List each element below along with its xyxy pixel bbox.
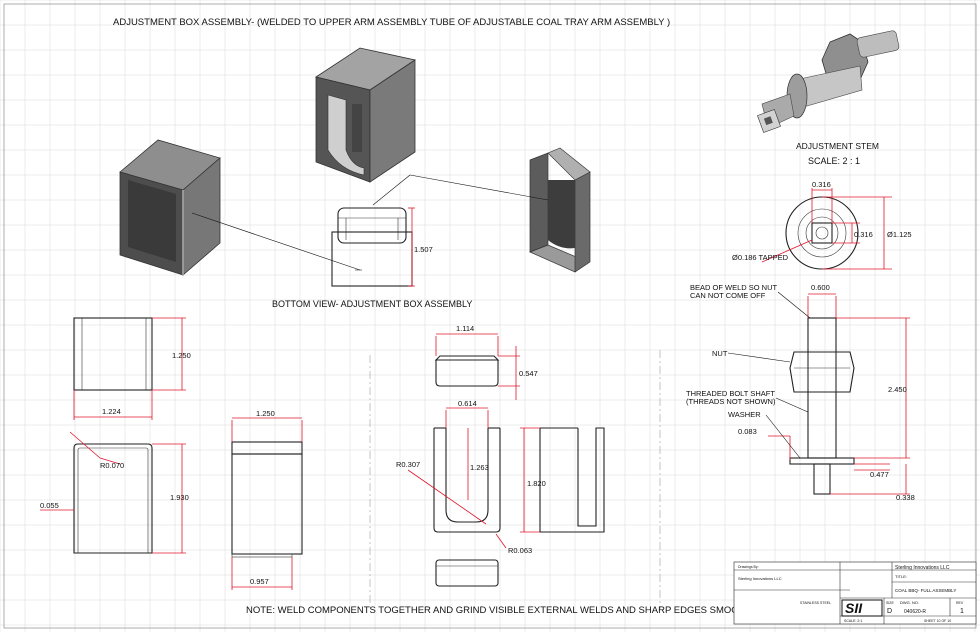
title-block: Drawings By: Sterling Innovations LLC ST… <box>733 561 977 625</box>
size-value: D <box>887 608 892 615</box>
dim-body-height: 1.930 <box>170 493 189 502</box>
drawn-by: Drawings By: <box>738 565 759 569</box>
callout-weld-2: CAN NOT COME OFF <box>690 291 766 300</box>
dim-stem-outer: Ø1.125 <box>887 230 912 239</box>
stem-end-view: 0.316 0.316 Ø1.125 Ø0.186 TAPPED <box>732 180 912 270</box>
dwg-label: DWG. NO. <box>900 600 919 605</box>
iso-slot-part <box>529 147 591 273</box>
dim-body-radius: R0.070 <box>100 461 124 470</box>
callout-washer: WASHER <box>728 410 761 419</box>
dim-body-wall: 0.055 <box>40 501 59 510</box>
leader-left-box <box>191 212 361 271</box>
stem-label: ADJUSTMENT STEM <box>796 141 879 151</box>
scale-value: SCALE: 2:1 <box>844 619 862 623</box>
dim-slot-radius: R0.307 <box>396 460 420 469</box>
front-view: 1.250 1.224 <box>73 317 191 420</box>
dim-stem-tapped: Ø0.186 TAPPED <box>732 253 789 262</box>
callout-weld-1: BEAD OF WELD SO NUT <box>690 283 778 292</box>
dim-cap-height: 0.547 <box>519 369 538 378</box>
dim-slot-height: 1.820 <box>527 479 546 488</box>
slot-side-view: 1.820 <box>520 427 605 533</box>
company-name: Sterling Innovations LLC <box>895 565 950 571</box>
leader-to-slot <box>409 174 549 201</box>
size-label: SIZE <box>886 601 894 605</box>
stem-callouts: BEAD OF WELD SO NUT CAN NOT COME OFF NUT… <box>686 283 811 459</box>
side-view: 1.250 0.957 <box>231 409 303 590</box>
address-line: Sterling Innovations LLC <box>738 576 782 581</box>
dim-slot-depth: 1.263 <box>470 463 489 472</box>
iso-box-top <box>315 47 417 183</box>
bottom-view-box: 1.507 <box>331 207 433 287</box>
stem-side-view: 0.600 2.450 0.083 0.477 0.338 <box>738 283 915 502</box>
rev-value: 1 <box>960 608 964 615</box>
dim-stem-inner-2: 0.316 <box>854 230 873 239</box>
stem-scale: SCALE: 2 : 1 <box>808 156 860 166</box>
sheet-border <box>3 3 977 629</box>
slot-view: 0.614 1.263 R0.307 R0.063 <box>396 399 532 587</box>
sheet-number: SHEET 10 OF 10 <box>924 619 951 623</box>
dim-shaft-length: 2.450 <box>888 385 907 394</box>
dim-slot-corner: R0.063 <box>508 546 532 555</box>
dim-side-width: 1.250 <box>256 409 275 418</box>
dim-washer-thickness: 0.083 <box>738 427 757 436</box>
iso-box-left <box>119 139 221 276</box>
dim-cap-width: 1.114 <box>456 324 474 333</box>
dim-shaft-width: 0.600 <box>811 283 830 292</box>
drawing-title: ADJUSTMENT BOX ASSEMBLY- (WELDED TO UPPE… <box>113 17 670 28</box>
callout-nut: NUT <box>712 349 728 358</box>
company-logo: SII <box>845 600 863 616</box>
dim-slot-width: 0.614 <box>458 399 477 408</box>
material: STAINLESS STEEL <box>800 601 831 605</box>
cap-view: 1.114 0.547 <box>434 324 538 400</box>
dim-bottom-view-height: 1.507 <box>414 245 433 254</box>
dim-stem-inner: 0.316 <box>812 180 831 189</box>
dim-washer-offset: 0.477 <box>870 470 889 479</box>
callout-threaded-2: (THREADS NOT SHOWN) <box>686 397 776 406</box>
weld-note: NOTE: WELD COMPONENTS TOGETHER AND GRIND… <box>246 605 751 616</box>
rev-label: REV <box>956 601 964 605</box>
body-profile-view: R0.070 0.055 1.930 <box>40 431 189 554</box>
dim-square-end: 0.338 <box>896 493 915 502</box>
dim-body-bottom: 0.957 <box>250 577 269 586</box>
leader-to-top-box <box>372 174 411 206</box>
stem-3d <box>757 30 900 133</box>
sheet-title: COAL BBQ- FULL ASSEMBLY <box>895 588 956 593</box>
dwg-number: 040620-R <box>904 609 926 615</box>
title-label: TITLE: <box>895 574 907 579</box>
dim-front-height: 1.250 <box>172 351 191 360</box>
bottom-view-label: BOTTOM VIEW- ADJUSTMENT BOX ASSEMBLY <box>272 299 472 309</box>
callout-threaded-1: THREADED BOLT SHAFT <box>686 389 775 398</box>
dim-front-width: 1.224 <box>102 407 121 416</box>
